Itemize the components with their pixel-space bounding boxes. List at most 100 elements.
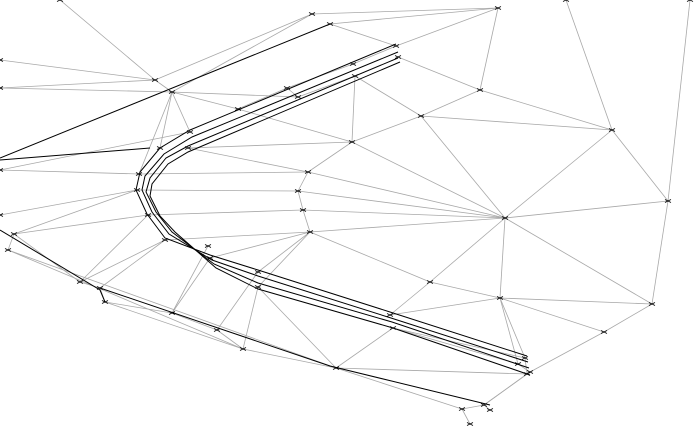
mesh-edge (13, 214, 149, 235)
mesh-edge (529, 331, 605, 373)
vertex-marker-icon (496, 296, 504, 300)
vertex-marker-icon (392, 44, 400, 48)
vertex-markers (0, 0, 694, 426)
vertex-marker-icon (234, 107, 242, 111)
vertex-marker-icon (608, 128, 616, 132)
vertex-marker-icon (4, 248, 12, 252)
vertex-marker-icon (417, 114, 425, 118)
vertex-marker-icon (151, 78, 159, 82)
mesh-edge (499, 217, 506, 299)
mesh-edge (237, 108, 353, 143)
mesh-edge (524, 357, 528, 375)
mesh-edge (99, 239, 166, 289)
vertex-marker-icon (480, 403, 488, 407)
breakline (0, 229, 106, 303)
mesh-edge (603, 303, 653, 333)
mesh-edge (286, 87, 299, 98)
breakline (145, 57, 530, 369)
mesh-edge (335, 367, 528, 375)
mesh-edge (307, 171, 506, 219)
mesh-edge (0, 169, 140, 175)
mesh-edge (209, 231, 311, 259)
mesh-edge (499, 297, 519, 365)
mesh-edge (154, 79, 173, 93)
mesh-edge (216, 271, 259, 331)
mesh-edge (237, 87, 288, 110)
mesh-edge (667, 0, 691, 202)
vertex-marker-icon (494, 6, 502, 10)
mesh-edge (565, 0, 613, 131)
mesh-edge (499, 297, 605, 333)
mesh-edge (242, 348, 337, 369)
mesh-edge (392, 327, 526, 359)
mesh-edge (651, 200, 669, 305)
vertex-marker-icon (486, 408, 494, 412)
mesh-edge (104, 301, 244, 350)
vertex-marker-icon (389, 326, 397, 330)
mesh-edge (395, 7, 499, 47)
vertex-marker-icon (349, 62, 357, 66)
mesh-edge (216, 329, 244, 350)
vertex-marker-icon (96, 286, 104, 290)
mesh-edge (483, 373, 528, 406)
mesh-edge (389, 297, 501, 316)
breaklines (0, 23, 531, 406)
vertex-marker-icon (294, 95, 302, 99)
mesh-edge (352, 45, 397, 65)
mesh-edge (13, 189, 138, 235)
mesh-edge (297, 190, 304, 211)
vertex-marker-icon (0, 86, 4, 90)
vertex-marker-icon (466, 422, 474, 426)
vertex-marker-icon (254, 270, 262, 274)
mesh-edge (311, 7, 499, 15)
mesh-edge (461, 404, 485, 410)
breakline (135, 43, 528, 357)
vertex-marker-icon (56, 0, 64, 2)
mesh-edge (307, 141, 353, 173)
mesh-edge (335, 367, 463, 410)
mesh-edge (171, 257, 211, 314)
mesh-edge (420, 89, 481, 117)
vertex-marker-icon (144, 213, 152, 217)
mesh-edge (0, 189, 138, 216)
mesh-edge (499, 297, 526, 359)
mesh-edge (499, 297, 653, 305)
mesh-edge (329, 7, 499, 25)
mesh-edge (171, 312, 218, 331)
mesh-edge (611, 129, 669, 202)
vertex-marker-icon (294, 189, 302, 193)
breakline (0, 147, 151, 161)
vertex-marker-icon (562, 0, 570, 2)
vertex-marker-icon (386, 313, 394, 317)
mesh-edge (171, 13, 313, 93)
mesh-edge (504, 200, 669, 219)
mesh-edge (309, 217, 506, 233)
vertex-marker-icon (523, 372, 531, 376)
vertex-marker-icon (168, 90, 176, 94)
mesh-edge (79, 239, 166, 283)
mesh-edge (104, 301, 173, 314)
vertex-marker-icon (514, 362, 522, 366)
vertex-marker-icon (156, 146, 164, 150)
vertex-marker-icon (161, 238, 169, 242)
mesh-edge (136, 189, 299, 192)
vertex-marker-icon (332, 366, 340, 370)
mesh-edge (302, 209, 311, 233)
vertex-marker-icon (476, 88, 484, 92)
vertex-marker-icon (184, 146, 192, 150)
vertex-marker-icon (0, 168, 4, 172)
mesh-edge (354, 75, 422, 117)
mesh-edge (147, 209, 304, 216)
mesh-edges (0, 0, 691, 425)
vertex-marker-icon (186, 130, 194, 134)
mesh-edge (479, 89, 613, 131)
mesh-edge (0, 131, 191, 171)
mesh-edge (420, 115, 506, 219)
vertex-marker-icon (101, 300, 109, 304)
vertex-marker-icon (239, 347, 247, 351)
vertex-marker-icon (0, 58, 4, 62)
vertex-marker-icon (600, 330, 608, 334)
mesh-edge (429, 217, 506, 283)
